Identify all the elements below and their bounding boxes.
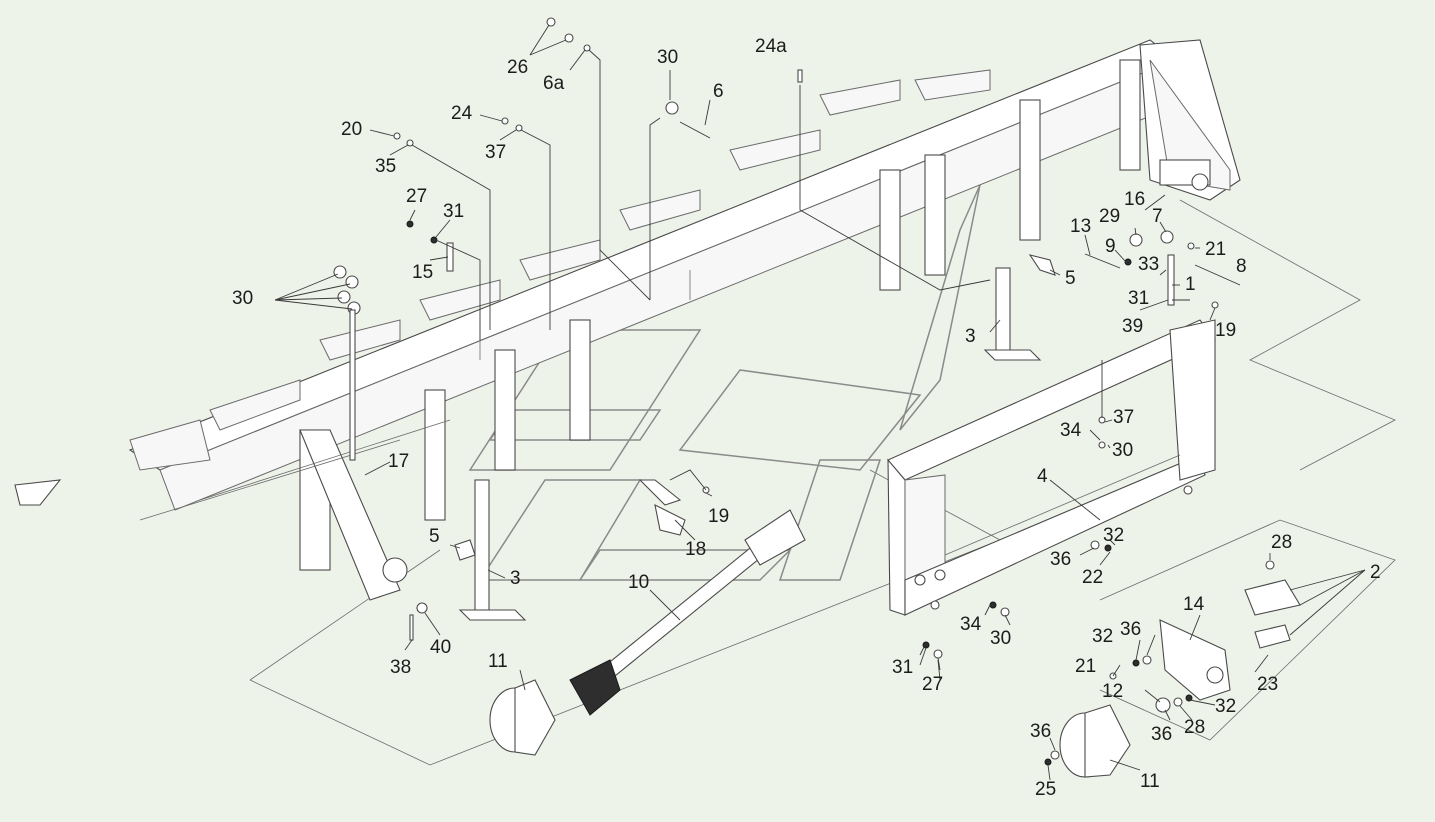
callout-14: 14: [1183, 594, 1205, 615]
callout-7: 7: [1152, 206, 1163, 227]
callout-28: 28: [1184, 717, 1205, 738]
callout-25: 25: [1035, 779, 1056, 800]
callout-30: 30: [1112, 440, 1133, 461]
callout-37: 37: [485, 142, 506, 163]
callout-30: 30: [990, 628, 1011, 649]
brackets-2: [1244, 579, 1301, 649]
callout-31: 31: [1128, 288, 1149, 309]
callout-5: 5: [429, 526, 440, 547]
callout-19: 19: [708, 506, 729, 527]
plate-14: [1159, 619, 1231, 701]
callout-21: 21: [1205, 239, 1226, 260]
callout-6a: 6a: [543, 73, 565, 94]
callout-4: 4: [1037, 466, 1048, 487]
callout-5: 5: [1065, 268, 1076, 289]
callout-28: 28: [1271, 532, 1292, 553]
callout-31: 31: [892, 657, 913, 678]
hardware: [333, 17, 1275, 766]
callout-31: 31: [443, 201, 464, 222]
leader-lines: [274, 24, 1366, 781]
stand-left: [458, 479, 527, 621]
callout-32: 32: [1103, 525, 1124, 546]
watermark-logo: [468, 184, 981, 581]
callout-38: 38: [390, 657, 411, 678]
mounting-frame: [887, 319, 1216, 616]
callout-33: 33: [1138, 254, 1159, 275]
cover-right: [1059, 704, 1131, 778]
callout-34: 34: [960, 614, 982, 635]
callout-32: 32: [1215, 696, 1236, 717]
callout-24: 24: [451, 103, 473, 124]
drive-shaft: [569, 509, 806, 716]
callout-1: 1: [1185, 274, 1196, 295]
callout-26: 26: [507, 57, 528, 78]
callout-labels: 26 6a 30 6 24a 20 24 35 37 27 31 15 30 1…: [232, 36, 1381, 800]
stand-right: [983, 267, 1042, 361]
callout-35: 35: [375, 156, 396, 177]
callout-27: 27: [406, 186, 427, 207]
callout-16: 16: [1124, 189, 1145, 210]
callout-34: 34: [1060, 420, 1082, 441]
callout-20: 20: [341, 119, 362, 140]
callout-36: 36: [1030, 721, 1051, 742]
callout-19: 19: [1215, 320, 1236, 341]
callout-21: 21: [1075, 656, 1096, 677]
callout-17: 17: [388, 451, 409, 472]
callout-22: 22: [1082, 567, 1103, 588]
callout-15: 15: [412, 262, 433, 283]
callout-39: 39: [1122, 316, 1143, 337]
callout-36: 36: [1050, 549, 1071, 570]
callout-3: 3: [510, 568, 521, 589]
cover-left: [489, 679, 556, 756]
callout-27: 27: [922, 674, 943, 695]
callout-11: 11: [488, 651, 508, 672]
callout-9: 9: [1105, 236, 1116, 257]
callout-30: 30: [657, 47, 678, 68]
callout-40: 40: [430, 637, 451, 658]
callout-6: 6: [713, 81, 724, 102]
callout-36: 36: [1151, 724, 1172, 745]
callout-18: 18: [685, 539, 706, 560]
callout-12: 12: [1102, 681, 1123, 702]
callout-32: 32: [1092, 626, 1113, 647]
callout-3: 3: [965, 326, 976, 347]
callout-30: 30: [232, 288, 253, 309]
callout-13: 13: [1070, 216, 1091, 237]
callout-37: 37: [1113, 407, 1134, 428]
callout-11: 11: [1140, 771, 1160, 792]
callout-8: 8: [1236, 256, 1247, 277]
callout-24a: 24a: [755, 36, 787, 57]
callout-23: 23: [1257, 674, 1278, 695]
callout-29: 29: [1099, 206, 1120, 227]
callout-36: 36: [1120, 619, 1141, 640]
callout-10: 10: [628, 572, 649, 593]
header-frame: [14, 39, 1241, 601]
callout-2: 2: [1370, 562, 1381, 583]
